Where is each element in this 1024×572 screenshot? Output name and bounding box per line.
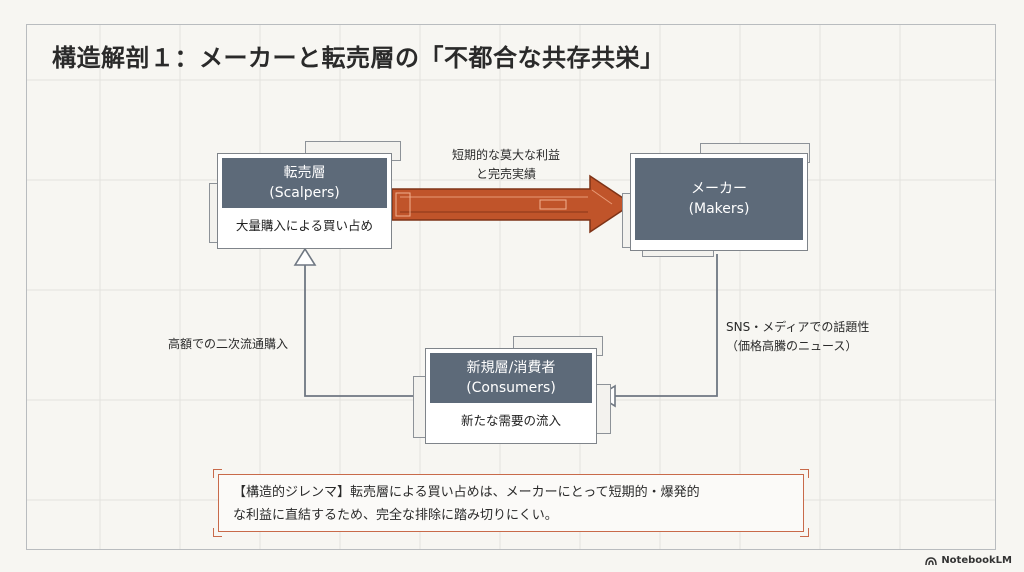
node-makers-header: メーカー (Makers): [635, 158, 803, 240]
callout-line-1: 【構造的ジレンマ】転売層による買い占めは、メーカーにとって短期的・爆発的: [233, 485, 700, 500]
node-consumers-title: 新規層/消費者: [466, 359, 556, 376]
node-consumers-description: 新たな需要の流入: [460, 413, 561, 428]
node-consumers-subtitle: (Consumers): [466, 380, 556, 396]
node-makers-title: メーカー: [691, 180, 747, 197]
edge-label-scalpers-to-makers: 短期的な莫大な利益 と完売実績: [452, 148, 561, 181]
edge-label-consumers-to-scalpers: 高額での二次流通購入: [168, 337, 289, 351]
edge-label-makers-to-consumers: SNS・メディアでの話題性 （価格高騰のニュース）: [726, 320, 870, 353]
node-makers-subtitle: (Makers): [688, 201, 750, 217]
edge-makers-to-consumers: [613, 254, 718, 397]
dilemma-callout: 【構造的ジレンマ】転売層による買い占めは、メーカーにとって短期的・爆発的 な利益…: [213, 469, 809, 537]
slide-frame: [26, 24, 996, 550]
node-scalpers-title: 転売層: [283, 164, 326, 181]
brand-label: NotebookLM: [941, 555, 1012, 566]
notebooklm-logo: NotebookLM: [925, 555, 1012, 566]
node-scalpers-description: 大量購入による買い占め: [235, 218, 374, 233]
edge-scalpers-to-makers: [391, 174, 634, 234]
callout-line-2: な利益に直結するため、完全な排除に踏み切りにくい。: [233, 507, 558, 523]
node-scalpers-header: 転売層 (Scalpers): [222, 158, 387, 208]
node-consumers-header: 新規層/消費者 (Consumers): [430, 353, 592, 403]
edge-arrowhead-scalpers: [293, 247, 317, 266]
edge-consumers-to-scalpers: [304, 262, 428, 397]
node-scalpers-subtitle: (Scalpers): [269, 185, 340, 201]
notebooklm-icon: [925, 556, 938, 565]
page-title: 構造解剖１：メーカーと転売層の「不都合な共存共栄」: [52, 44, 665, 72]
